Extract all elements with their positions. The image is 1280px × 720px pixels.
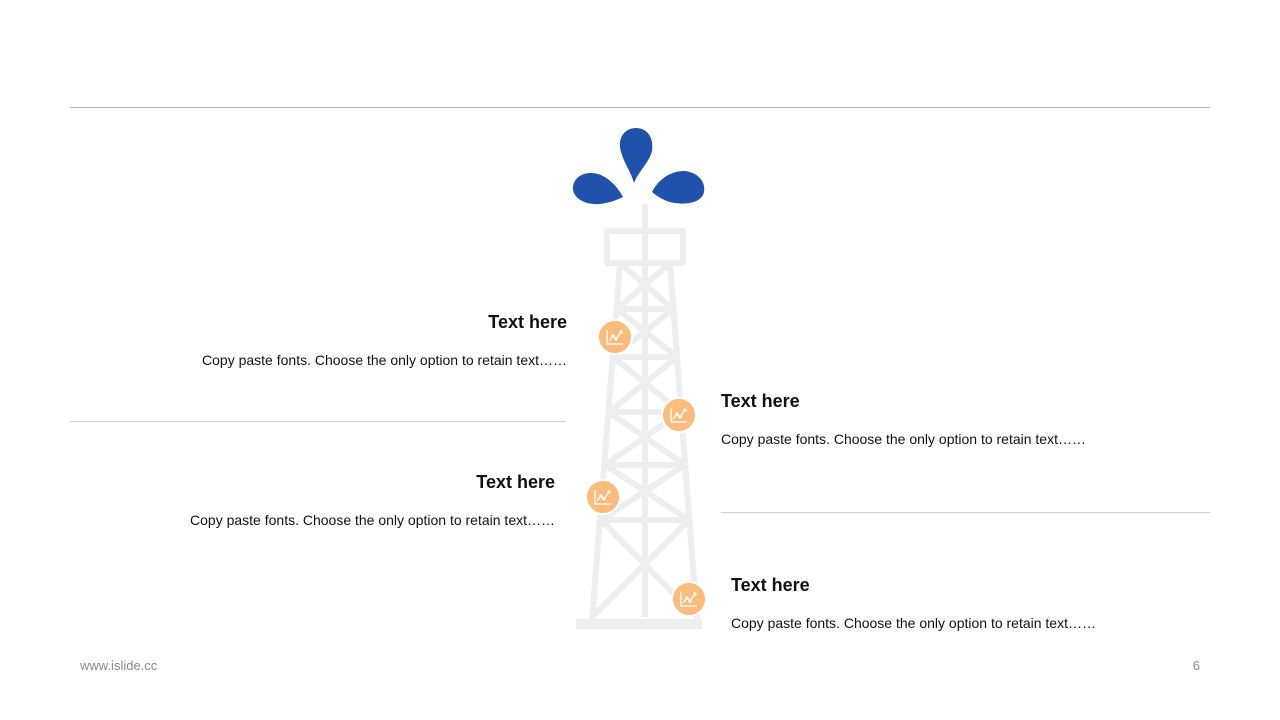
text-block-2: Text here Copy paste fonts. Choose the o… [721,390,1086,448]
item-body: Copy paste fonts. Choose the only option… [190,512,555,528]
derrick-structure [589,204,700,622]
item-body: Copy paste fonts. Choose the only option… [731,615,1096,631]
item-title: Text here [731,575,810,595]
chart-icon [585,479,621,515]
footer-url[interactable]: www.islide.cc [80,658,158,673]
top-divider [70,107,1210,108]
item-title: Text here [476,472,555,492]
right-divider [721,512,1210,513]
oil-derrick-illustration [572,128,705,629]
item-body: Copy paste fonts. Choose the only option… [721,431,1086,447]
chart-icon [671,581,707,617]
oil-drops-icon [572,128,705,205]
derrick-base [576,619,702,629]
text-block-1: Text here Copy paste fonts. Choose the o… [202,311,567,369]
item-body: Copy paste fonts. Choose the only option… [202,352,567,368]
left-divider [70,421,566,422]
page-number: 6 [1192,658,1200,673]
item-title: Text here [488,312,567,332]
text-block-4: Text here Copy paste fonts. Choose the o… [731,574,1096,632]
chart-icon [661,397,697,433]
chart-icon [597,319,633,355]
item-title: Text here [721,391,800,411]
text-block-3: Text here Copy paste fonts. Choose the o… [190,471,555,529]
